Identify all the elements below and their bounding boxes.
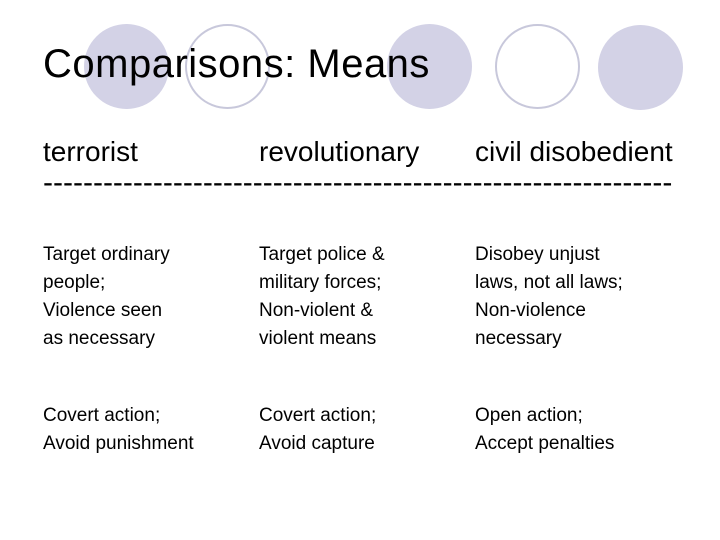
column-header-terrorist: terrorist: [43, 136, 138, 167]
column-header-revolutionary: revolutionary: [259, 136, 420, 167]
decorative-circle-filled-2: [387, 24, 472, 109]
revolutionary-action-text: Covert action; Avoid capture: [259, 405, 377, 454]
terrorist-action-text: Covert action; Avoid punishment: [43, 405, 194, 454]
decorative-circle-outlined-1: [185, 24, 270, 109]
slide-title: Comparisons: Means: [43, 42, 430, 86]
civil-disobedient-means-text: Disobey unjust laws, not all laws; Non-v…: [475, 244, 623, 349]
dashed-divider: ----------------------------------------…: [43, 168, 673, 198]
decorative-circle-outlined-2: [495, 24, 580, 109]
terrorist-means-text: Target ordinary people; Violence seen as…: [43, 244, 170, 349]
column-header-civil-disobedient: civil disobedient: [475, 136, 673, 167]
civil-disobedient-action-text: Open action; Accept penalties: [475, 405, 615, 454]
revolutionary-means-text: Target police & military forces; Non-vio…: [259, 244, 385, 349]
decorative-circle-filled-3: [598, 25, 683, 110]
decorative-circle-filled-1: [84, 24, 169, 109]
